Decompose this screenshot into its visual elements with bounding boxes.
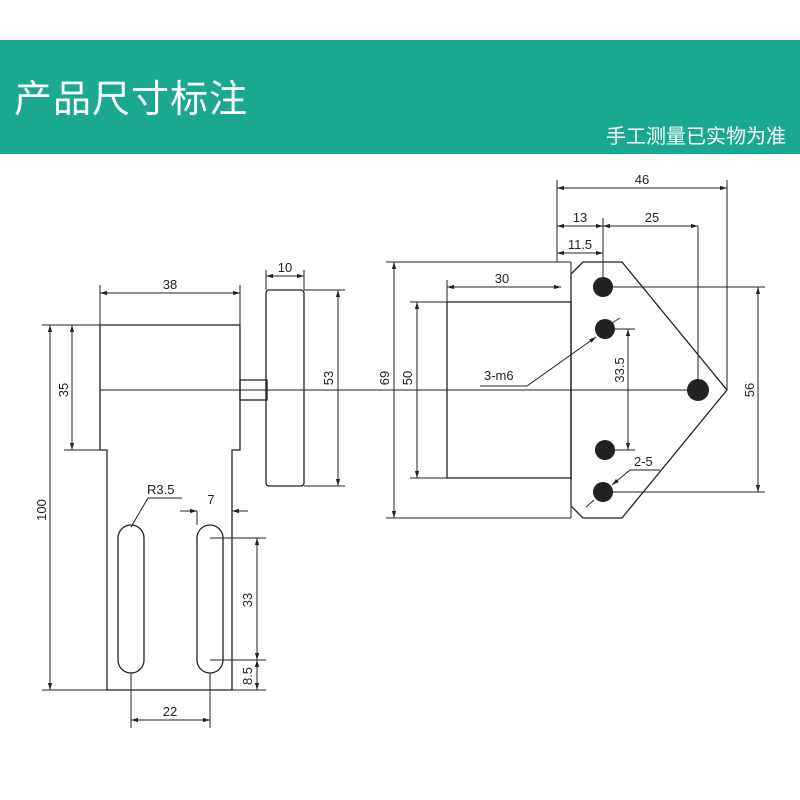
dim-7: 7	[207, 492, 214, 507]
title-banner: 产品尺寸标注 手工测量已实物为准	[0, 40, 800, 154]
dim-100: 100	[34, 499, 49, 521]
left-part	[99, 324, 241, 691]
dim-2-5: 2-5	[634, 454, 653, 469]
dim-25: 25	[645, 210, 659, 225]
dim-r3-5: R3.5	[147, 482, 174, 497]
banner-subtitle: 手工测量已实物为准	[606, 124, 786, 148]
dim-13: 13	[573, 210, 587, 225]
dim-10: 10	[278, 260, 292, 275]
dim-56: 56	[742, 383, 757, 397]
slot-left	[117, 524, 145, 674]
dim-38: 38	[163, 277, 177, 292]
dim-8-5: 8.5	[240, 667, 255, 685]
dim-50: 50	[400, 371, 415, 385]
slot-right	[196, 524, 224, 674]
hole-center	[687, 379, 709, 401]
dim-3-m6: 3-m6	[484, 368, 514, 383]
dim-33-5: 33.5	[612, 357, 627, 382]
right-part	[446, 261, 728, 519]
shaft	[239, 289, 555, 487]
dim-22: 22	[163, 704, 177, 719]
flange-disc	[265, 289, 305, 487]
dim-69: 69	[377, 371, 392, 385]
dim-33-left: 33	[240, 593, 255, 607]
dim-11-5: 11.5	[568, 237, 592, 252]
dim-30: 30	[495, 271, 509, 286]
dim-53: 53	[321, 371, 336, 385]
banner-title: 产品尺寸标注	[14, 77, 249, 121]
dim-46: 46	[635, 172, 649, 187]
dim-35: 35	[56, 383, 71, 397]
dimension-labels: 38 35 100 R3.5 7 33 8.5 22 10 53 69 50 3…	[34, 172, 757, 719]
left-part-outline	[99, 324, 241, 691]
dimension-lines	[42, 180, 765, 728]
